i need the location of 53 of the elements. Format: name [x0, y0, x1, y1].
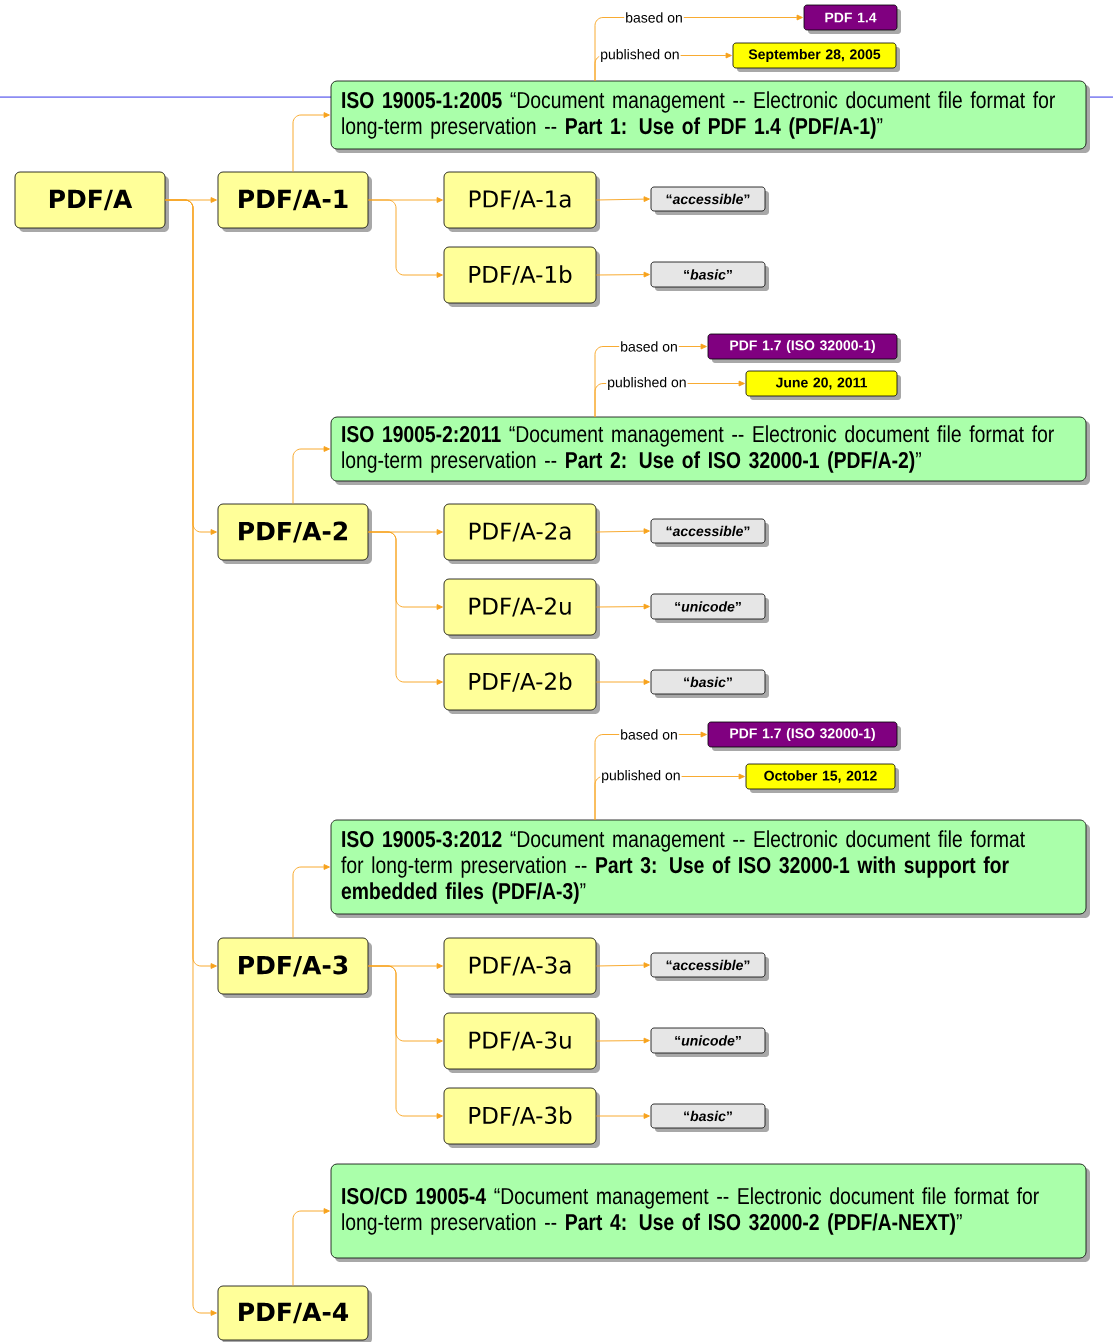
version-tag: PDF 1.7 (ISO 32000-1): [707, 721, 901, 751]
level-box: PDF/A-3a: [443, 937, 600, 998]
conformance-tag: “accessible”: [650, 518, 769, 547]
date-tag: September 28, 2005: [732, 42, 900, 72]
arrow: [367, 965, 443, 1119]
conformance-tag: “unicode”: [650, 1027, 769, 1057]
standard-box: ISO 19005-2:2011 “Document management -- Electronic document file format for long-term preservation -- Part 2: Use of ISO 32000-1 (PDF/A-2)”: [330, 416, 1090, 485]
edge-label: based on: [619, 728, 679, 741]
arrow: [595, 196, 650, 202]
version-tag: PDF 1.4: [803, 4, 901, 34]
edge-label: based on: [619, 340, 679, 353]
arrow: [292, 1208, 330, 1287]
arrow: [367, 199, 443, 278]
level-box: PDF/A-2u: [443, 578, 600, 639]
arrow: [595, 528, 650, 534]
version-tag: PDF 1.7 (ISO 32000-1): [707, 333, 901, 363]
edge-label: published on: [600, 769, 682, 785]
date-tag: October 15, 2012: [745, 763, 899, 793]
level-box: PDF/A-3b: [443, 1087, 600, 1148]
conformance-tag: “accessible”: [650, 952, 769, 981]
arrow: [292, 112, 330, 173]
arrow: [595, 1113, 650, 1119]
conformance-tag: “unicode”: [650, 593, 769, 623]
arrow: [367, 531, 443, 685]
edge-label: published on: [606, 376, 688, 392]
part-box: PDF/A-2: [217, 503, 372, 564]
level-box: PDF/A-3u: [443, 1012, 600, 1073]
level-box: PDF/A-2b: [443, 653, 600, 714]
conformance-tag: “basic”: [650, 1103, 769, 1132]
arrow: [595, 1037, 650, 1044]
date-tag: June 20, 2011: [745, 370, 901, 400]
arrow: [164, 199, 217, 1316]
edge-label: published on: [599, 48, 681, 64]
main-box: PDF/A: [14, 171, 169, 232]
part-box: PDF/A-1: [217, 171, 372, 232]
standard-box: ISO 19005-1:2005 “Document management -- Electronic document file format for long-term preservation -- Part 1: Use of PDF 1.4 (PDF/A-1)”: [330, 80, 1090, 153]
arrow: [595, 271, 650, 278]
arrow: [595, 962, 650, 968]
conformance-tag: “basic”: [650, 669, 769, 698]
arrow: [595, 679, 650, 685]
level-box: PDF/A-2a: [443, 503, 600, 564]
conformance-tag: “basic”: [650, 261, 769, 291]
arrow: [595, 603, 650, 610]
arrow: [292, 446, 330, 505]
part-box: PDF/A-3: [217, 937, 372, 998]
level-box: PDF/A-1a: [443, 171, 600, 232]
standard-box: ISO 19005-3:2012 “Document management -- Electronic document file format for long-term preservation -- Part 3: Use of ISO 32000-1 with support for embedded files (PDF/A-3)”: [330, 819, 1090, 918]
standard-box: ISO/CD 19005-4 “Document management -- Electronic document file format for long-term preservation -- Part 4: Use of ISO 32000-2 (PDF/A-NEXT)”: [330, 1163, 1090, 1262]
edge-label: based on: [624, 11, 684, 24]
conformance-tag: “accessible”: [650, 186, 769, 215]
arrow: [292, 864, 330, 939]
part-box: PDF/A-4: [217, 1285, 372, 1342]
level-box: PDF/A-1b: [443, 246, 600, 307]
